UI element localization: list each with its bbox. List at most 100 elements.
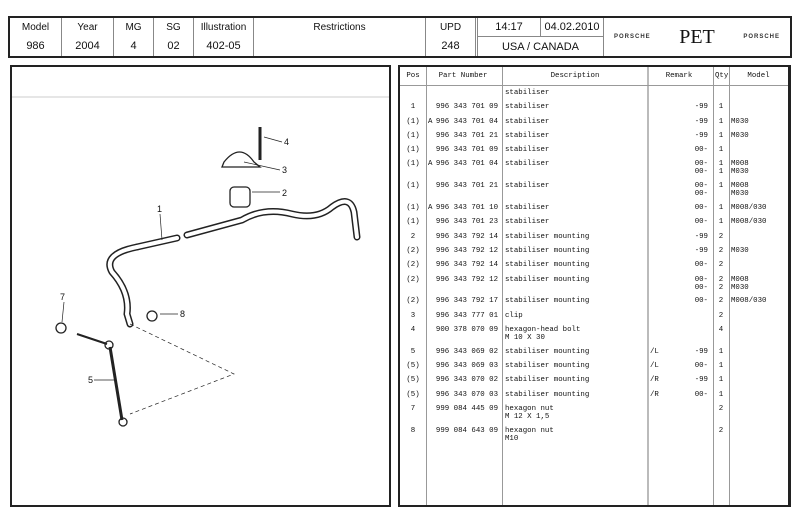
remark: 00- [647,261,713,275]
link-joint [118,417,128,427]
part-number-text: 996 343 070 03 [435,390,498,399]
part-number-text: 996 343 792 14 [435,261,498,270]
model: M030 [731,246,749,255]
part-number-text: 999 084 445 09 [435,404,498,413]
table-row[interactable]: (1) 996 343 701 21 stabiliser -99 1 M030 [400,132,788,146]
remark: -99 [647,118,713,132]
table-row[interactable]: (1) 996 343 701 23 stabiliser 00- 1 M008… [400,218,788,232]
description: stabiliser mounting [505,347,590,356]
remark: 00- [647,146,713,160]
remark [647,312,713,326]
qty: 1 1 [718,160,724,177]
model: M008 M030 [731,275,749,292]
table-row[interactable]: 1 996 343 701 09 stabiliser -99 1 [400,103,788,117]
pos: (5) [406,362,420,371]
model [729,376,788,390]
drop-link [108,346,124,421]
part-number: 999 084 643 09 [426,427,502,449]
description: stabiliser mounting [505,362,590,371]
col-pos[interactable]: Pos [406,72,420,80]
model: M030 [731,131,749,140]
col-model[interactable]: Model [747,72,770,80]
table-row[interactable]: (5) 996 343 070 03 stabiliser mounting /… [400,391,788,405]
col-qty[interactable]: Qty [715,72,729,80]
restrictions-label: Restrictions [313,22,366,33]
remark-range: 00- [694,390,708,399]
table-row[interactable]: 5 996 343 069 02 stabiliser mounting /L-… [400,348,788,362]
table-row[interactable]: (5) 996 343 070 02 stabiliser mounting /… [400,376,788,390]
model [729,348,788,362]
table-row[interactable]: (2) 996 343 792 14 stabiliser mounting 0… [400,261,788,275]
illustration-value: 402-05 [206,40,241,53]
part-number: 996 343 701 09 [426,146,502,160]
pos: (1) [406,218,420,227]
remark: -99 [647,233,713,247]
model [729,362,788,376]
table-row[interactable]: (2) 996 343 792 12 stabiliser mounting -… [400,247,788,261]
remark-range: -99 [694,131,708,140]
col-description[interactable]: Description [550,72,600,80]
qty: 1 [718,103,724,112]
part-number-text: 996 343 701 21 [435,182,498,191]
part-number-text: 996 343 701 04 [435,160,498,169]
table-row[interactable]: (5) 996 343 069 03 stabiliser mounting /… [400,362,788,376]
qty: 1 [718,376,724,385]
description: stabiliser [505,103,550,112]
table-row[interactable]: 4 900 378 070 09 hexagon-head bolt M 10 … [400,326,788,348]
year-value: 2004 [75,40,100,53]
callout-3: 3 [282,165,287,175]
description: hexagon nut M 12 X 1,5 [505,404,554,421]
table-row[interactable]: 2 996 343 792 14 stabiliser mounting -99… [400,233,788,247]
qty: 1 [718,117,724,126]
clip [221,151,262,168]
table-row[interactable]: (1) 996 343 701 09 stabiliser 00- 1 [400,146,788,160]
porsche-logo: PORSCHE [614,34,651,40]
model [729,427,788,449]
remark: /L-99 [647,348,713,362]
leader-line [129,323,235,415]
stabiliser-diagram: 1 2 3 4 5 7 8 [12,96,389,427]
table-row[interactable]: 8 999 084 643 09 hexagon nut M10 2 [400,427,788,449]
part-number: 996 343 070 03 [426,391,502,405]
col-remark[interactable]: Remark [665,72,693,80]
pos: (1) [406,160,420,169]
model: M008/030 [731,218,767,227]
table-row[interactable]: (2) 996 343 792 17 stabiliser mounting 0… [400,297,788,311]
nut [55,322,67,334]
mg-value: 4 [130,40,137,53]
remark: -99 [647,132,713,146]
part-number: 996 343 792 12 [426,276,502,298]
pos: (5) [406,376,420,385]
qty: 2 [718,232,724,241]
col-part-number[interactable]: Part Number [438,72,488,80]
remark-range: -99 [694,103,708,112]
table-row[interactable]: (2) 996 343 792 12 stabiliser mounting 0… [400,276,788,298]
table-row[interactable]: (1) 996 343 701 21 stabiliser 00- 00- 1 … [400,182,788,204]
remark-range: -99 [694,376,708,385]
description: stabiliser [505,131,550,140]
pos: 8 [410,426,416,435]
remark: 00- 00- [647,160,713,182]
pos: (2) [406,261,420,270]
remark-side: /R [650,376,659,385]
part-number-text: 996 343 069 03 [435,362,498,371]
table-row[interactable]: stabiliser [400,89,788,103]
part-number-text: 996 343 069 02 [435,347,498,356]
pos: (1) [406,117,420,126]
table-row[interactable]: 3 996 343 777 01 clip 2 [400,312,788,326]
part-number: 996 343 792 14 [426,261,502,275]
table-row[interactable]: 7 999 084 445 09 hexagon nut M 12 X 1,5 … [400,405,788,427]
upd-label: UPD [439,21,462,33]
mg-label: MG [125,21,142,33]
bolt-thread [76,333,108,345]
part-number: 996 343 792 17 [426,297,502,311]
qty: 4 [718,325,724,334]
